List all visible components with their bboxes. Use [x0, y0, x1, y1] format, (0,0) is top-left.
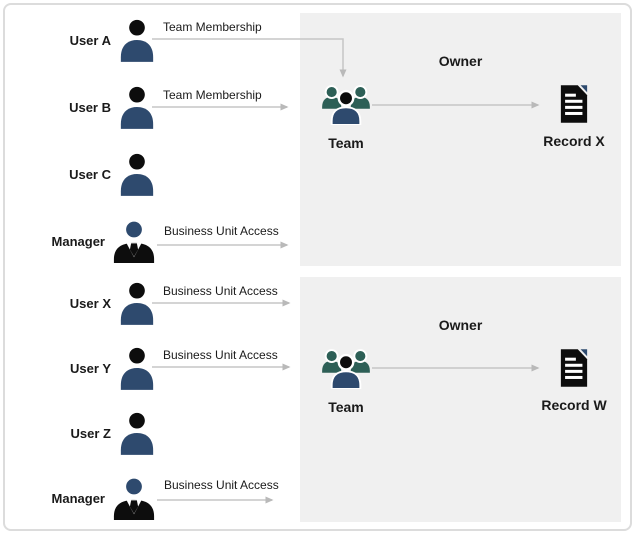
- connection-label-business-unit-access: Business Unit Access: [163, 348, 278, 362]
- team-icon: [321, 347, 371, 389]
- connection-label-business-unit-access: Business Unit Access: [164, 224, 279, 238]
- manager-icon: [112, 219, 156, 263]
- record-entity: Record X: [524, 85, 624, 149]
- actor-label: User A: [69, 32, 111, 48]
- user-icon: [118, 411, 156, 455]
- actor-label: Manager: [51, 490, 105, 506]
- team-label: Team: [328, 399, 364, 415]
- team-label: Team: [328, 135, 364, 151]
- actor-row-user-b: User B: [0, 83, 156, 131]
- actor-row-user-z: User Z: [0, 409, 156, 457]
- team-entity: Team: [310, 347, 382, 415]
- actor-label: User Z: [70, 425, 111, 441]
- connection-label-business-unit-access: Business Unit Access: [164, 478, 279, 492]
- owner-panel-record-x: Owner Team Record X: [300, 13, 621, 266]
- actor-row-user-c: User C: [0, 150, 156, 198]
- actor-label: User X: [69, 295, 111, 311]
- connection-label-business-unit-access: Business Unit Access: [163, 284, 278, 298]
- record-label: Record X: [543, 133, 605, 149]
- actor-row-manager-bottom: Manager: [0, 474, 156, 522]
- owner-title: Owner: [438, 53, 483, 69]
- actor-row-user-x: User X: [0, 279, 156, 327]
- record-entity: Record W: [524, 349, 624, 413]
- user-icon: [118, 85, 156, 129]
- actor-label: User Y: [70, 360, 111, 376]
- record-icon: [559, 349, 589, 387]
- user-icon: [118, 152, 156, 196]
- team-icon: [321, 83, 371, 125]
- actor-label: Manager: [51, 233, 105, 249]
- owner-title: Owner: [438, 317, 483, 333]
- user-icon: [118, 18, 156, 62]
- owner-panel-record-w: Owner Team Record W: [300, 277, 621, 522]
- team-entity: Team: [310, 83, 382, 151]
- actor-label: User C: [69, 166, 111, 182]
- actor-row-manager-top: Manager: [0, 217, 156, 265]
- actor-row-user-a: User A: [0, 16, 156, 64]
- actor-label: User B: [69, 99, 111, 115]
- connection-label-team-membership: Team Membership: [163, 88, 262, 102]
- record-icon: [559, 85, 589, 123]
- user-icon: [118, 346, 156, 390]
- actor-row-user-y: User Y: [0, 344, 156, 392]
- record-label: Record W: [541, 397, 607, 413]
- user-icon: [118, 281, 156, 325]
- manager-icon: [112, 476, 156, 520]
- connection-label-team-membership: Team Membership: [163, 20, 262, 34]
